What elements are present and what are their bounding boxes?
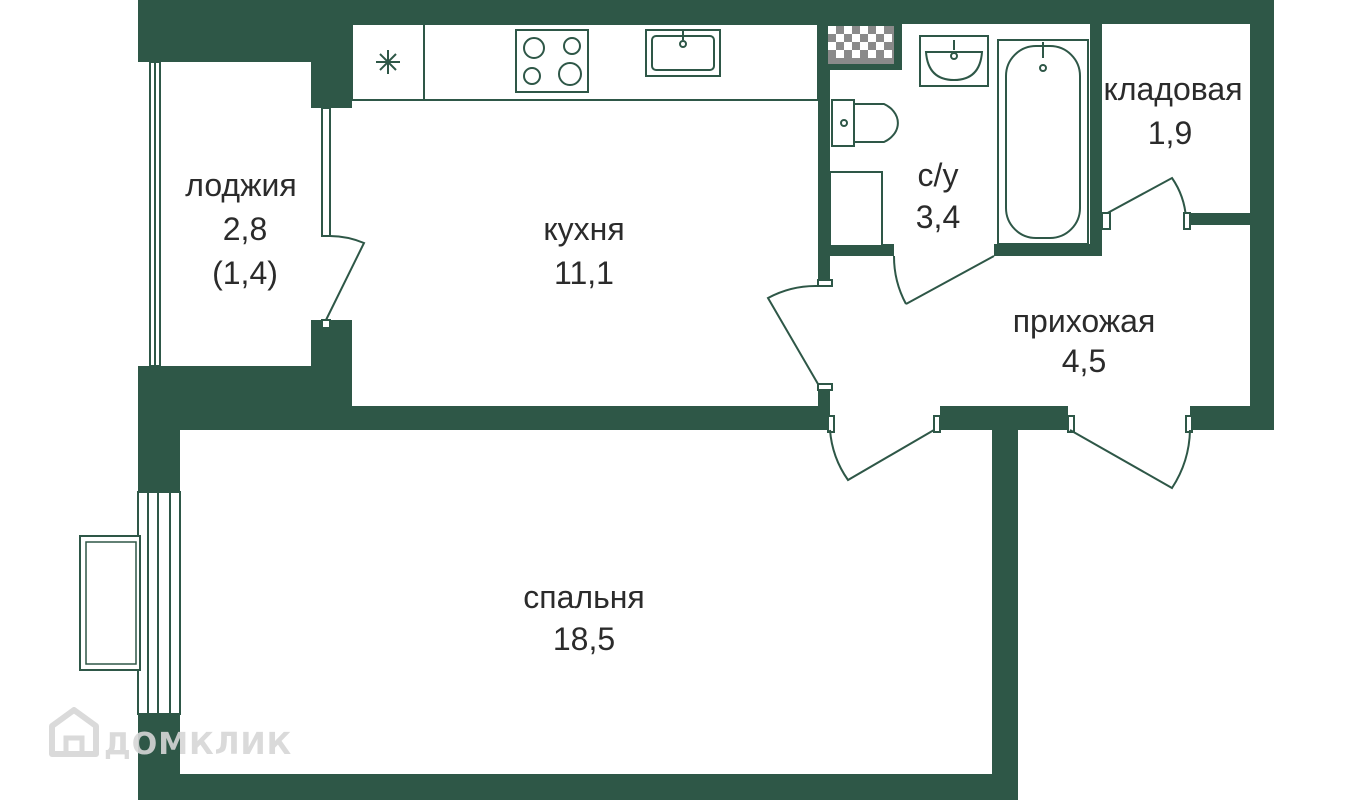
room-name: прихожая <box>1013 303 1156 339</box>
room-area-net: (1,4) <box>212 255 278 291</box>
walls <box>138 0 1274 800</box>
room-area: 4,5 <box>1062 343 1106 379</box>
watermark: ДОМКЛИК <box>49 707 292 762</box>
kitchen-sink-icon <box>645 29 721 77</box>
room-storage: кладовая 1,9 <box>1103 71 1242 151</box>
room-loggia: лоджия 2,8 (1,4) <box>185 167 296 291</box>
room-area: 3,4 <box>916 199 960 235</box>
watermark-text: ДОМКЛИК <box>104 727 292 762</box>
room-area: 18,5 <box>553 621 615 657</box>
fridge-icon <box>376 50 400 74</box>
room-name: кухня <box>543 211 624 247</box>
room-name: с/у <box>918 157 959 193</box>
room-area: 1,9 <box>1148 115 1192 151</box>
room-area: 11,1 <box>554 255 614 291</box>
room-name: лоджия <box>185 167 296 203</box>
washing-machine-icon <box>829 171 883 247</box>
loggia-glazing <box>149 61 331 367</box>
house-logo-icon <box>49 707 99 757</box>
room-hallway: прихожая 4,5 <box>1013 303 1156 379</box>
room-bedroom: спальня 18,5 <box>523 579 644 657</box>
doors <box>325 176 1193 490</box>
room-area: 2,8 <box>223 211 267 247</box>
bedroom-window <box>79 491 181 715</box>
bathtub-icon <box>997 39 1089 245</box>
room-name: спальня <box>523 579 644 615</box>
room-name: кладовая <box>1103 71 1242 107</box>
room-bathroom: с/у 3,4 <box>916 157 960 235</box>
room-kitchen: кухня 11,1 <box>543 211 624 291</box>
toilet-icon <box>831 99 899 147</box>
wash-basin-icon <box>919 35 989 87</box>
ventilation-shaft-icon <box>828 26 894 64</box>
stove-icon <box>515 29 589 93</box>
